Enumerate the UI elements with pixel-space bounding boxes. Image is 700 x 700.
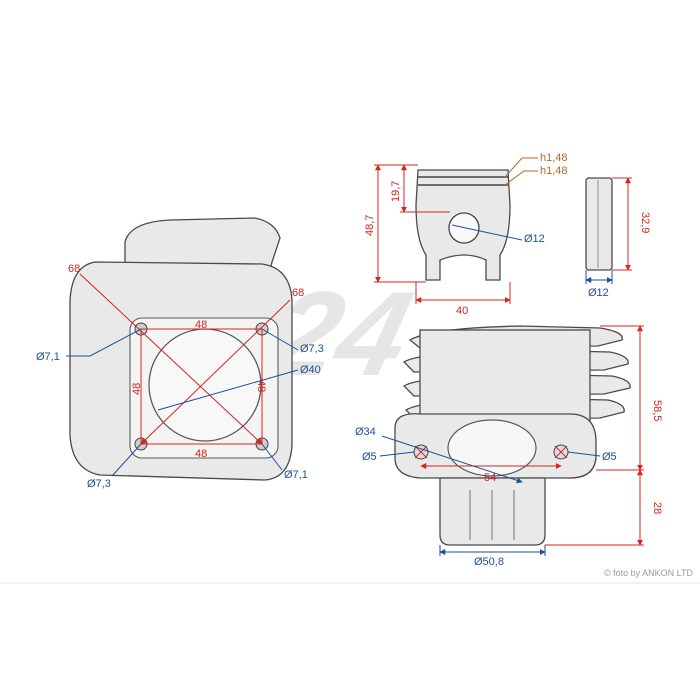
ring-1-leader: [504, 157, 538, 178]
cylinder-height-top-label: 58,5: [651, 400, 663, 421]
ring-2-label: h1,48: [540, 165, 568, 177]
head-bottom-width-label: 48: [195, 448, 207, 460]
head-dimension-square: [140, 328, 263, 445]
pin-length-label: 32,9: [639, 212, 651, 233]
hole-top-right-leader: [261, 328, 299, 351]
photo-credit: © foto by ANKON LTD: [604, 568, 693, 578]
head-diagonal-right: [140, 299, 291, 445]
pin-view: 32,9 Ø12: [585, 177, 651, 299]
piston-pin-height-label: 19,7: [390, 181, 402, 202]
piston-pin-leader: [451, 224, 523, 241]
hole-bottom-left-label: Ø7,3: [87, 478, 111, 490]
hole-bottom-left-leader: [111, 443, 142, 477]
head-diag-right-label: 68: [292, 287, 304, 299]
cylinder-height-bottom-label: 28: [651, 502, 663, 514]
cylinder-hole-cross-left-b: [414, 445, 428, 459]
piston-total-height-label: 48,7: [364, 215, 376, 236]
cylinder-hole-left-label: Ø5: [362, 451, 377, 463]
hole-bottom-right-leader: [261, 443, 283, 471]
bore-label: Ø40: [300, 364, 321, 376]
piston-view: 48,7 19,7 h1,48 h1,48 Ø12 40: [364, 152, 568, 317]
cylinder-hole-spacing-label: 54: [484, 472, 496, 484]
ring-2-leader: [504, 170, 538, 186]
cylinder-hole-left-leader: [379, 451, 415, 457]
cylinder-hole-right-leader: [567, 451, 601, 457]
cylinder-inner-label: Ø34: [355, 426, 376, 438]
pin-diameter-label: Ø12: [588, 287, 609, 299]
cylinder-hole-cross-right-b: [554, 445, 568, 459]
hole-top-right-label: Ø7,3: [300, 343, 324, 355]
head-diag-left-label: 68: [68, 263, 80, 275]
cylinder-port: [447, 419, 537, 477]
hole-top-left-leader: [66, 328, 142, 357]
ring-1-label: h1,48: [540, 152, 568, 164]
head-right-height-label: 48: [255, 380, 267, 392]
cylinder-view: 58,5 28 54 Ø34 Ø5 Ø5 Ø50,8: [355, 325, 663, 568]
bore-leader: [157, 369, 299, 411]
piston-pin-diameter-label: Ø12: [524, 233, 545, 245]
cylinder-base-label: Ø50,8: [474, 556, 504, 568]
head-diagonal-left: [79, 273, 263, 445]
head-left-height-label: 48: [131, 383, 143, 395]
hole-top-left-label: Ø7,1: [36, 351, 60, 363]
cylinder-head-view: 68 68 48 48 48 48 Ø7,1 Ø7,3 Ø40 Ø7,3 Ø7,…: [36, 217, 324, 490]
cylinder-inner-leader: [381, 435, 523, 484]
head-top-width-label: 48: [195, 319, 207, 331]
hole-bottom-right-label: Ø7,1: [284, 469, 308, 481]
piston-width-label: 40: [456, 305, 468, 317]
cylinder-hole-right-label: Ø5: [602, 451, 617, 463]
